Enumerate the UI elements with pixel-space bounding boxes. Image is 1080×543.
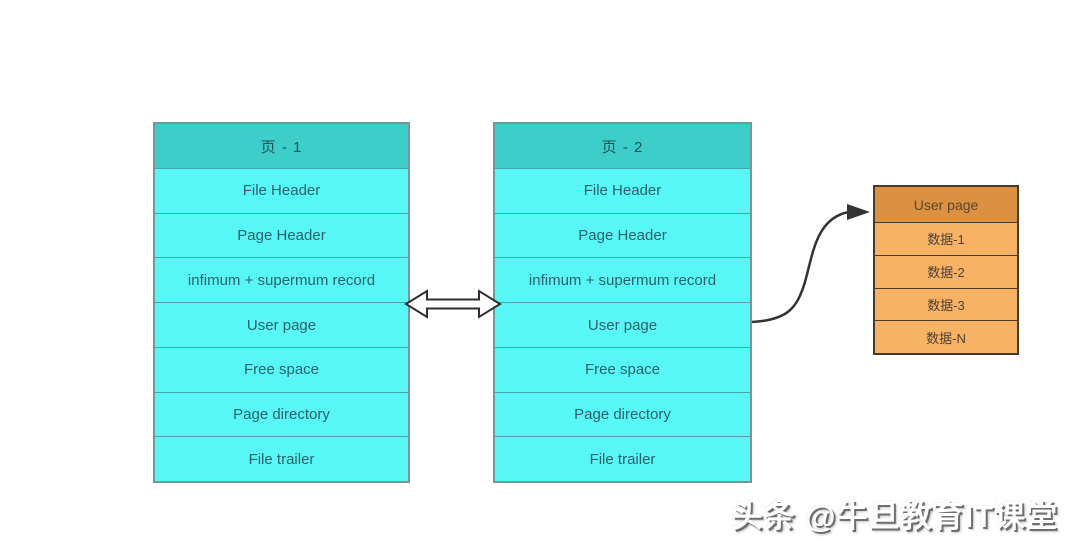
table-row: User page (155, 302, 408, 347)
table-row: 数据-N (875, 320, 1017, 353)
table-row: User page (495, 302, 750, 347)
table-row: Page directory (495, 391, 750, 437)
table-row: Page directory (155, 391, 408, 437)
page-2-table: 页 - 2 File Header Page Header infimum + … (493, 122, 752, 483)
table-row: File trailer (155, 436, 408, 482)
table-row: 数据-3 (875, 287, 1017, 321)
table-row: File Header (155, 168, 408, 213)
double-headed-arrow-icon (404, 289, 502, 319)
table-row: infimum + supermum record (155, 257, 408, 303)
table-row: Free space (495, 346, 750, 392)
curved-arrow-icon (751, 204, 870, 324)
watermark: 头条 @牛旦教育IT课堂 (731, 499, 1058, 534)
table-row: infimum + supermum record (495, 257, 750, 303)
page-1-header: 页 - 1 (155, 124, 408, 168)
table-row: Page Header (495, 212, 750, 258)
table-row: 数据-1 (875, 222, 1017, 255)
page-1-table: 页 - 1 File Header Page Header infimum + … (153, 122, 410, 483)
table-row: Page Header (155, 212, 408, 258)
record-table-header: User page (875, 187, 1017, 222)
page-2-header: 页 - 2 (495, 124, 750, 168)
table-row: File Header (495, 168, 750, 213)
table-row: Free space (155, 346, 408, 392)
user-page-record-table: User page 数据-1 数据-2 数据-3 数据-N (873, 185, 1019, 355)
table-row: File trailer (495, 436, 750, 482)
table-row: 数据-2 (875, 254, 1017, 288)
